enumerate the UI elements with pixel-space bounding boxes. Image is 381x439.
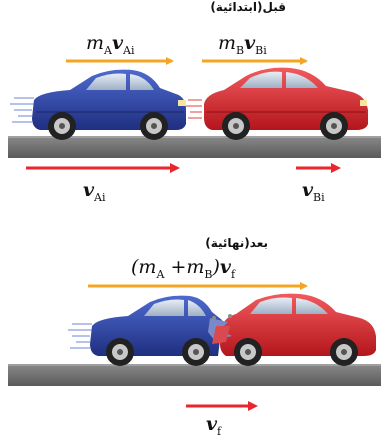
- speed-lines-combined: [68, 324, 92, 348]
- road-after: [8, 364, 381, 386]
- car-a-before: [32, 70, 186, 140]
- car-a-after: [90, 296, 224, 366]
- speed-lines-b: [186, 100, 202, 118]
- car-b-before: [204, 68, 368, 140]
- car-b-after: [220, 294, 376, 366]
- speed-lines-a: [10, 98, 34, 122]
